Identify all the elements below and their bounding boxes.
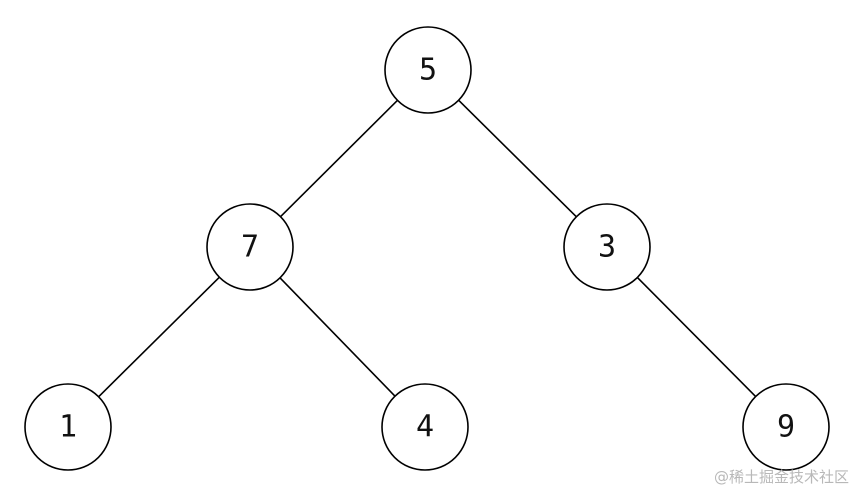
tree-node-7: 7 — [206, 203, 294, 291]
node-label: 5 — [419, 53, 437, 88]
edge-n5-n3 — [458, 99, 577, 218]
watermark-text: @稀土掘金技术社区 — [713, 468, 849, 486]
tree-node-1: 1 — [24, 383, 112, 471]
edge-n7-n4 — [279, 277, 396, 397]
tree-node-5: 5 — [384, 26, 472, 114]
edge-n7-n1 — [98, 276, 220, 398]
node-label: 3 — [598, 230, 616, 265]
edge-n5-n7 — [279, 99, 399, 218]
tree-edges — [98, 99, 757, 398]
node-circle — [381, 383, 469, 471]
tree-node-3: 3 — [563, 203, 651, 291]
tree-nodes: 5 7 3 1 4 9 — [24, 26, 830, 471]
edge-n3-n9 — [636, 276, 757, 398]
tree-node-4: 4 — [381, 383, 469, 471]
node-circle — [563, 203, 651, 291]
node-circle — [24, 383, 112, 471]
node-label: 9 — [777, 410, 795, 445]
node-circle — [384, 26, 472, 114]
node-circle — [742, 383, 830, 471]
tree-node-9: 9 — [742, 383, 830, 471]
node-label: 1 — [59, 410, 77, 445]
node-label: 7 — [241, 230, 259, 265]
node-label: 4 — [416, 410, 434, 445]
node-circle — [206, 203, 294, 291]
